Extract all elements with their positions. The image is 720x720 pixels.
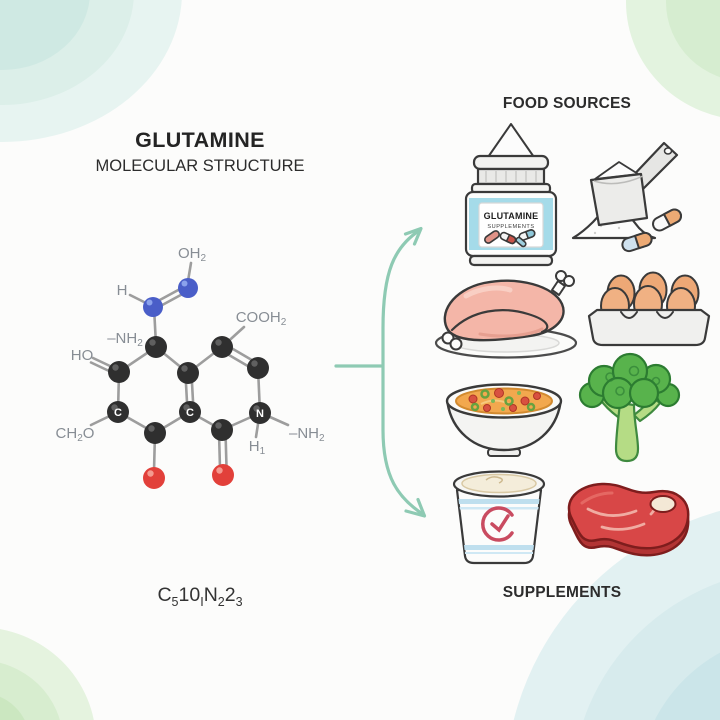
arrowhead-up-icon (403, 226, 423, 246)
label-ho: HO (71, 347, 94, 364)
molecule-atom-letters: C C N (114, 407, 264, 420)
powder-scoop-illustration (571, 141, 683, 253)
label-cooh2: COOH2 (236, 309, 287, 328)
molecule-atoms (107, 278, 271, 489)
top-left-ripple (0, 0, 182, 142)
steak-body (567, 482, 690, 550)
label-nh2-right: –NH2 (289, 425, 325, 444)
molecule-structure-illustration: C C N OH2 H –NH2 COOH2 HO CH2O –NH2 H1 (56, 245, 325, 489)
supplements-label: SUPPLEMENTS (502, 584, 622, 601)
scoop-cup (589, 172, 649, 227)
jar-label-title: GLUTAMINE (484, 211, 539, 221)
eggs-illustration (587, 271, 711, 347)
bottom-right-ripple (513, 510, 720, 720)
broccoli-florets (578, 352, 681, 410)
molecule-group-labels: OH2 H –NH2 COOH2 HO CH2O –NH2 H1 (56, 245, 325, 457)
atom-nitrogen: N (256, 408, 264, 420)
steak-illustration (567, 482, 690, 557)
top-right-ripple (626, 0, 720, 117)
atom-carbon-left: C (114, 407, 122, 419)
steak-fat (649, 495, 677, 513)
egg-carton (587, 308, 711, 347)
yogurt-logo (481, 506, 514, 542)
label-h: H (117, 282, 128, 299)
supplement-jar-illustration: GLUTAMINE SUPPLEMENTS (464, 123, 558, 267)
page-title: GLUTAMINE (135, 128, 265, 152)
capsule-icons (621, 208, 683, 253)
bottom-left-ripple (0, 629, 94, 720)
soup-vegetables (468, 388, 541, 412)
jar-label-capsule-icons (484, 229, 536, 248)
bone-knob-bottom (441, 331, 463, 351)
soup-illustration (445, 383, 563, 457)
broccoli-illustration (578, 352, 681, 463)
chicken-illustration (434, 270, 578, 359)
yogurt-illustration (452, 470, 546, 565)
atom-carbon-center: C (186, 407, 194, 419)
title-block: GLUTAMINE MOLECULAR STRUCTURE (28, 128, 372, 176)
chemical-formula: C510IN223 (157, 584, 243, 609)
jar-label-subtitle: SUPPLEMENTS (487, 224, 534, 230)
label-nh2-left: –NH2 (107, 330, 143, 349)
arrowhead-down-icon (404, 497, 427, 518)
brace-arrow (334, 226, 427, 518)
page-subtitle: MOLECULAR STRUCTURE (95, 157, 305, 175)
label-ch2o: CH2O (56, 425, 95, 444)
bone-knob-top (551, 270, 575, 296)
food-sources-label: FOOD SOURCES (502, 95, 632, 112)
label-oh2: OH2 (178, 245, 207, 264)
label-h1: H1 (249, 438, 266, 457)
